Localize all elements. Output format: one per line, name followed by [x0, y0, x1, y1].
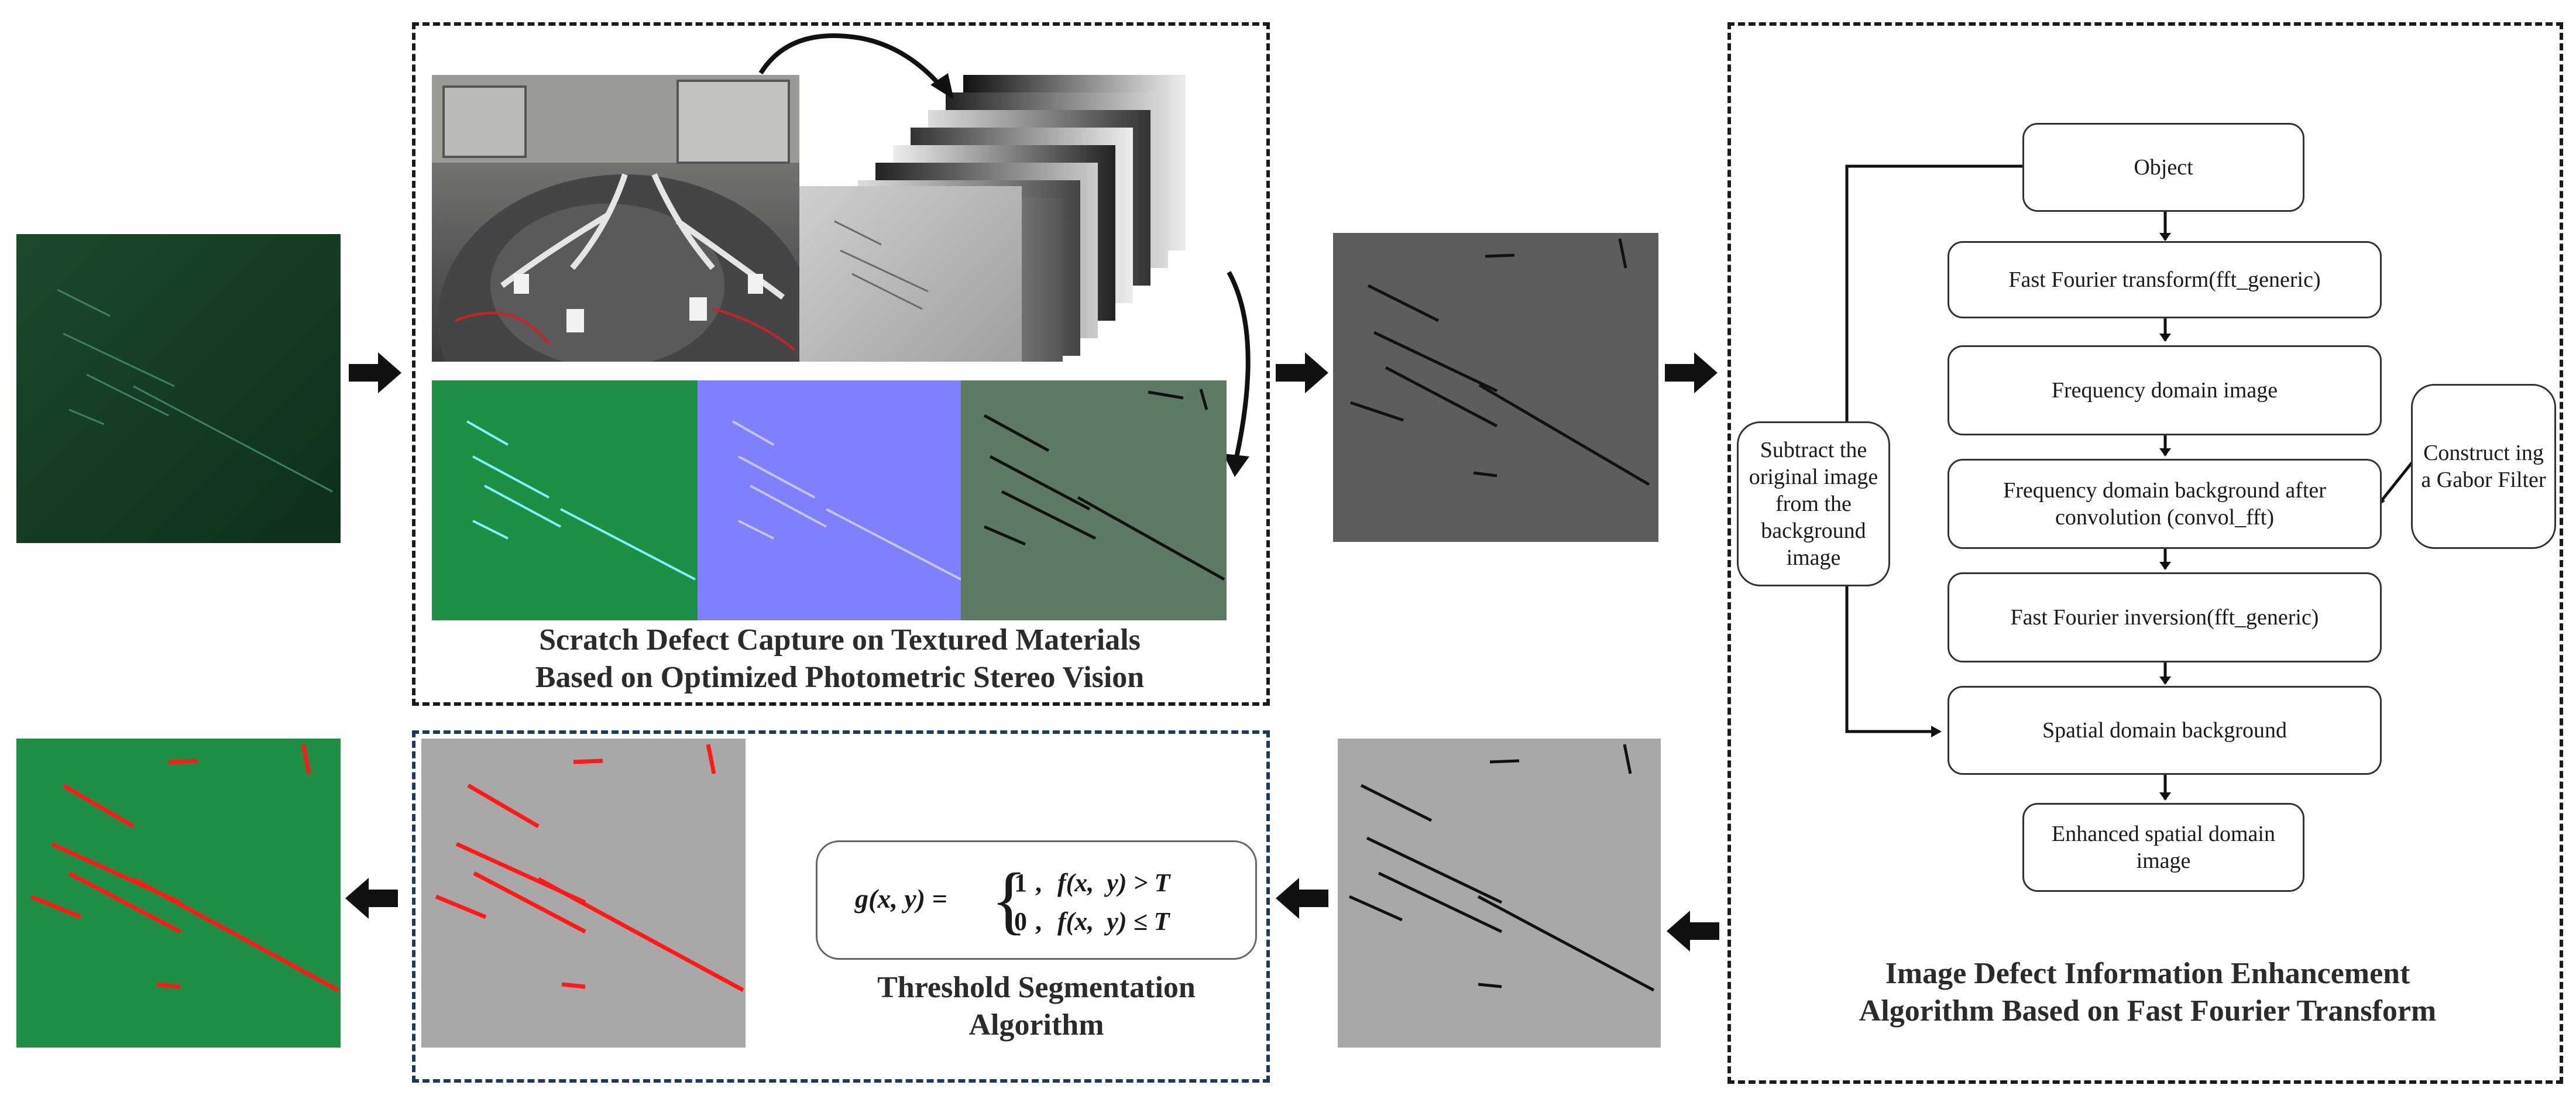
stereo-capture-box	[412, 22, 1270, 706]
formula-lhs: g(x, y) =	[855, 884, 947, 914]
image-stack	[799, 75, 1221, 362]
original-image	[16, 234, 341, 543]
formula-case2-condition: f(x, y) ≤ T	[1057, 907, 1170, 936]
enhanced-scratch-marks	[1348, 744, 1655, 992]
final-red-marks	[30, 744, 339, 993]
device-photo	[432, 75, 799, 362]
right-arrow-icon	[349, 352, 401, 393]
enhanced-gray-image	[1338, 739, 1661, 1048]
left-arrow-icon	[1276, 878, 1328, 919]
threshold-formula-box: g(x, y) = { 1 , f(x, y) > T 0 , f(x, y) …	[816, 840, 1257, 960]
depth-image	[961, 380, 1227, 620]
stack-front-scratches	[834, 220, 929, 310]
curved-arrow-icon	[1223, 271, 1251, 477]
formula-case2-value: 0	[1014, 907, 1027, 936]
curved-arrow-icon	[758, 33, 954, 99]
reconstructed-gray-image	[1333, 233, 1658, 542]
right-arrow-icon	[1276, 352, 1328, 393]
left-arrow-icon	[345, 878, 398, 919]
threshold-caption-line2: Algorithm	[968, 1008, 1104, 1042]
depth-scratch-marks	[983, 389, 1225, 581]
formula-case1-value: 1	[1014, 868, 1027, 897]
gabor-filter-box: Construct ing a Gabor Filter	[2411, 384, 2556, 549]
threshold-box	[412, 730, 1270, 1083]
threshold-caption-line1: Threshold Segmentation	[877, 971, 1196, 1004]
fft-caption-line2: Algorithm Based on Fast Fourier Transfor…	[1859, 994, 2437, 1028]
flow-step-fft-inversion: Fast Fourier inversion(fft_generic)	[1948, 572, 2382, 662]
fft-caption: Image Defect Information Enhancement Alg…	[1744, 955, 2551, 1030]
subtract-background-box: Subtract the original image from the bac…	[1737, 421, 1890, 586]
segmented-gray-image	[421, 739, 746, 1048]
fft-enhancement-box	[1727, 22, 2563, 1084]
flow-step-spatial-background: Spatial domain background	[1948, 686, 2382, 775]
device-dome	[432, 75, 799, 362]
left-arrow-icon	[1667, 911, 1719, 952]
threshold-caption: Threshold Segmentation Algorithm	[816, 969, 1257, 1044]
flow-step-enhanced-image: Enhanced spatial domain image	[2022, 803, 2304, 892]
formula-case2-separator: ,	[1035, 907, 1042, 936]
formula-case1-condition: f(x, y) > T	[1057, 868, 1170, 897]
stereo-caption: Scratch Defect Capture on Textured Mater…	[421, 622, 1258, 696]
normal-map-image	[698, 380, 961, 620]
flow-step-frequency-background: Frequency domain background after convol…	[1948, 459, 2382, 549]
formula-brace: {	[991, 858, 1028, 942]
formula-case1-separator: ,	[1035, 868, 1042, 897]
segmented-red-marks	[435, 744, 744, 993]
final-result-image	[16, 739, 341, 1048]
fft-caption-line1: Image Defect Information Enhancement	[1885, 957, 2410, 990]
original-scratch-marks	[57, 289, 333, 493]
stereo-caption-line2: Based on Optimized Photometric Stereo Vi…	[535, 661, 1145, 694]
flow-step-fft: Fast Fourier transform(fft_generic)	[1948, 241, 2382, 318]
right-arrow-icon	[1665, 352, 1718, 393]
stereo-caption-line1: Scratch Defect Capture on Textured Mater…	[539, 623, 1141, 657]
albedo-scratch-marks	[466, 420, 696, 581]
flow-step-object: Object	[2022, 123, 2304, 212]
gray-scratch-marks	[1350, 238, 1650, 486]
albedo-image	[432, 380, 698, 620]
flow-step-frequency-image: Frequency domain image	[1948, 345, 2382, 435]
normal-scratch-marks	[732, 420, 961, 581]
